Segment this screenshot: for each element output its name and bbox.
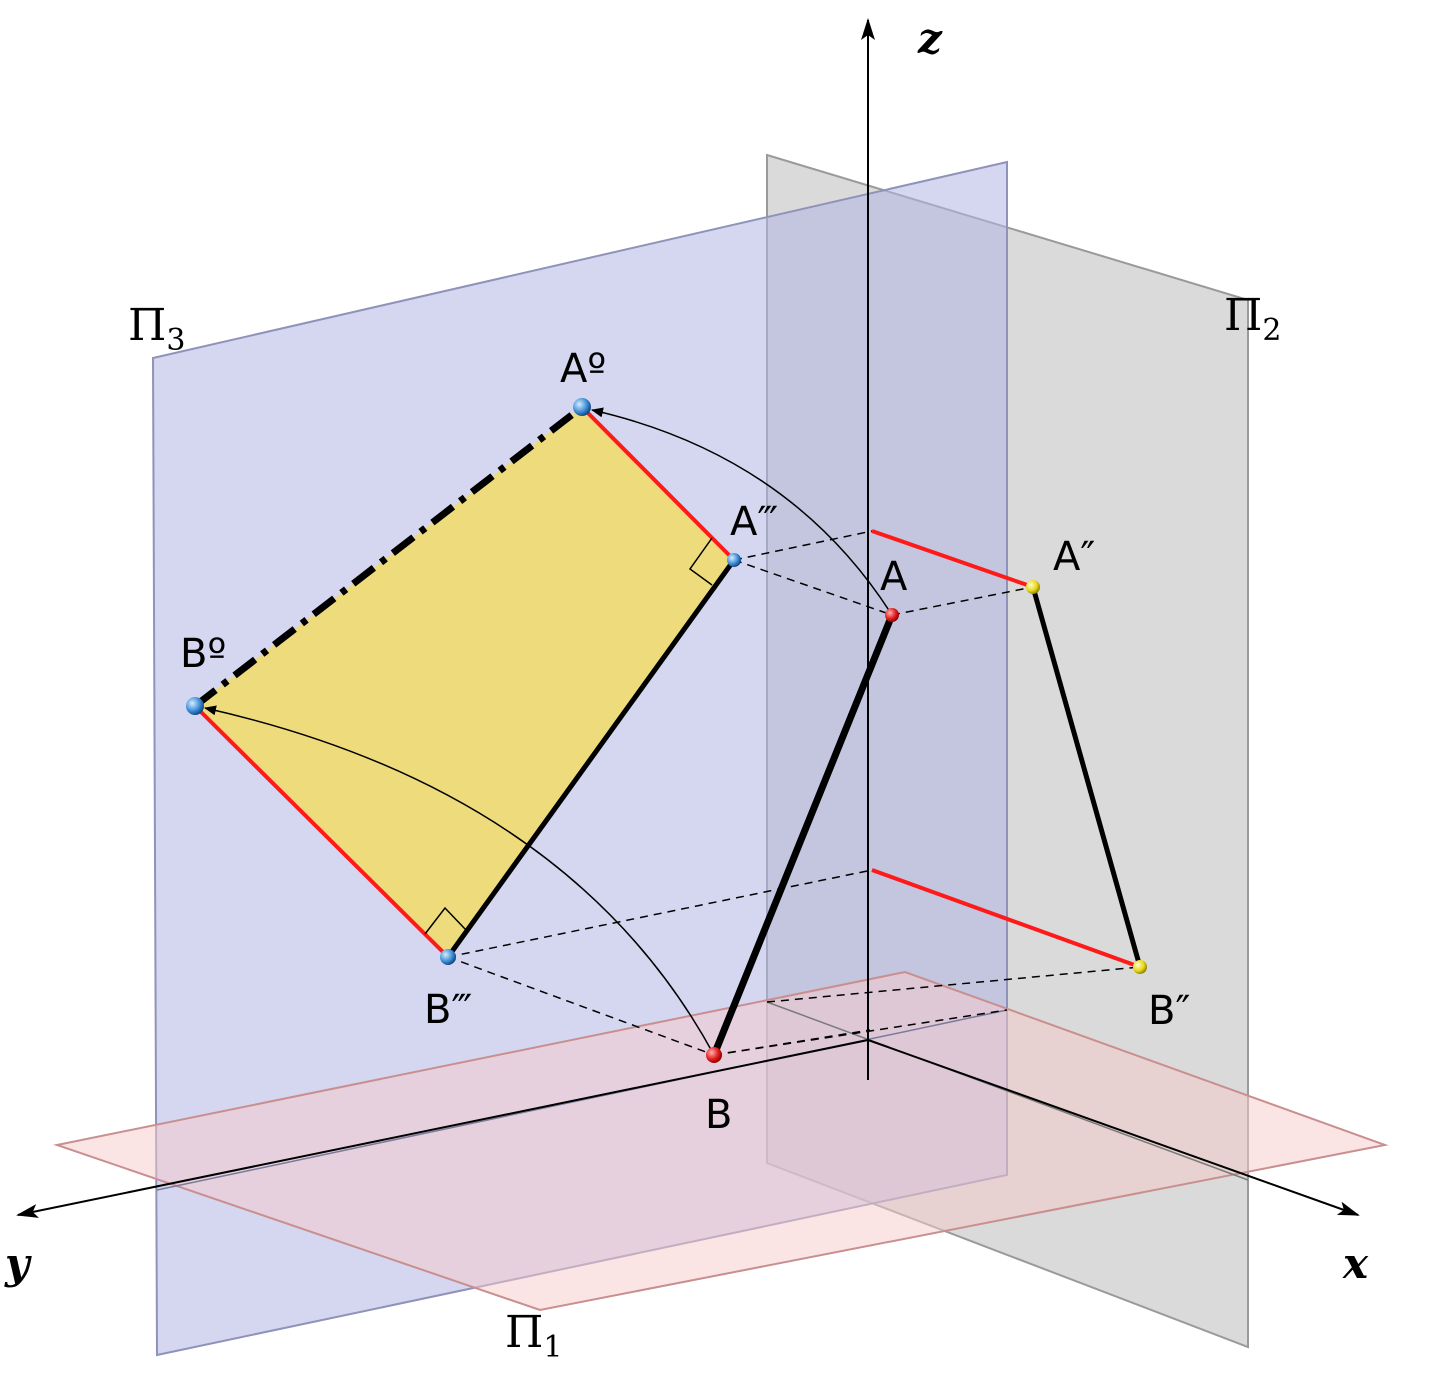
projection-lines bbox=[447, 530, 1141, 1056]
label-B3: B‴ bbox=[424, 987, 472, 1033]
point-B2 bbox=[1133, 960, 1147, 974]
x-axis bbox=[867, 1039, 1360, 1216]
point-A bbox=[885, 608, 899, 622]
red-segments bbox=[193, 405, 1141, 969]
axis-label-y: y bbox=[4, 1239, 32, 1288]
point-B bbox=[706, 1047, 722, 1063]
rotation-arc-B bbox=[204, 705, 715, 1056]
axis-label-z: z bbox=[917, 14, 943, 63]
plane-label-pi1: Π1 bbox=[505, 1307, 562, 1365]
label-A2: A″ bbox=[1053, 534, 1095, 580]
plane-pi1 bbox=[53, 970, 1389, 1312]
point-A0 bbox=[573, 398, 591, 416]
label-B: B bbox=[705, 1092, 732, 1138]
segment-A-B bbox=[710, 613, 896, 1057]
label-B0: Bº bbox=[180, 631, 226, 677]
point-B0 bbox=[186, 697, 204, 715]
axis-label-x: x bbox=[1342, 1239, 1369, 1288]
point-B3 bbox=[440, 949, 456, 965]
right-angle-mark-B3 bbox=[424, 906, 467, 935]
label-A0: Aº bbox=[560, 346, 606, 392]
label-B2: B″ bbox=[1148, 988, 1190, 1034]
segment-A3-B3 bbox=[445, 558, 737, 959]
label-A3: A‴ bbox=[730, 499, 778, 545]
segment-A2-B2 bbox=[1030, 586, 1143, 968]
y-axis bbox=[16, 1039, 869, 1218]
point-A3 bbox=[727, 553, 741, 567]
plane-label-pi3: Π3 bbox=[128, 300, 185, 358]
true-length-segment bbox=[192, 404, 585, 709]
label-A: A bbox=[880, 554, 908, 600]
rotation-arc-A bbox=[591, 407, 893, 616]
trace-pi2-pi1 bbox=[766, 1001, 1249, 1181]
right-angle-mark-A3 bbox=[688, 537, 713, 586]
true-length-trapezoid bbox=[195, 407, 734, 957]
plane-label-pi2: Π2 bbox=[1224, 290, 1281, 348]
point-A2 bbox=[1026, 580, 1040, 594]
